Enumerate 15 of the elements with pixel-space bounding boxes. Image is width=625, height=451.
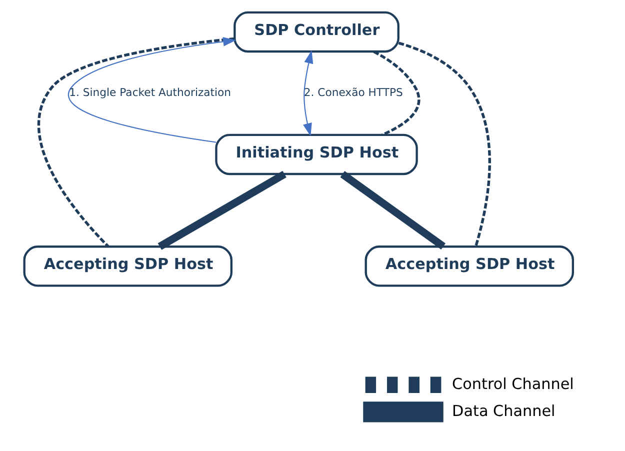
connector	[340, 171, 446, 250]
connector	[398, 42, 490, 247]
arrow	[68, 37, 236, 143]
arrow	[302, 50, 313, 136]
node-box: SDP Controller	[233, 11, 399, 53]
node-box: Accepting SDP Host	[22, 246, 232, 287]
connector	[37, 37, 234, 248]
edge-label: 1. Single Packet Authorization	[68, 86, 231, 99]
node-box: Initiating SDP Host	[214, 134, 418, 176]
legend-label: Data Channel	[452, 402, 555, 420]
connector	[372, 50, 420, 136]
connector	[157, 170, 286, 250]
node-box: Accepting SDP Host	[364, 246, 574, 287]
edge-label: 2. Conexão HTTPS	[303, 86, 402, 99]
legend-label: Control Channel	[452, 374, 574, 393]
